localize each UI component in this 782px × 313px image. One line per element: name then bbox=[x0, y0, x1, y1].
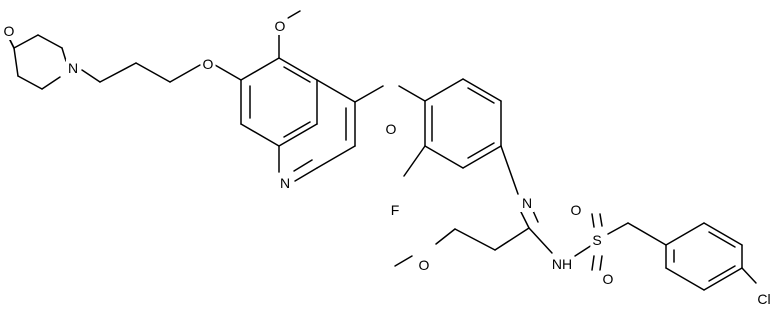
atom-label-halo bbox=[1, 22, 17, 40]
atom-labels: O N O O N O F N O NH S O O Cl bbox=[1, 17, 773, 308]
atom-label-halo bbox=[568, 201, 584, 219]
atom-f-fluoro: F bbox=[391, 202, 400, 218]
atom-label-halo bbox=[755, 290, 773, 308]
atom-o-sulfonyl-right: O bbox=[603, 271, 614, 287]
atom-o-ether-chain: O bbox=[203, 56, 214, 72]
atom-n-morpholine: N bbox=[68, 60, 78, 76]
atom-label-halo bbox=[600, 270, 616, 288]
atom-label-halo bbox=[549, 255, 575, 273]
atom-n-quinoline: N bbox=[280, 175, 290, 191]
atom-label-halo bbox=[277, 174, 293, 192]
bond-lines bbox=[8, 10, 757, 291]
atom-label-halo bbox=[383, 120, 399, 138]
atom-label-halo bbox=[416, 256, 432, 274]
atom-n-imine: N bbox=[522, 195, 532, 211]
atom-label-halo bbox=[272, 17, 288, 35]
atom-nh-amide: NH bbox=[552, 256, 572, 272]
atom-label-halo bbox=[65, 59, 81, 77]
atom-label-halo bbox=[388, 201, 402, 219]
atom-s-sulfonyl: S bbox=[592, 232, 601, 248]
atom-label-halo bbox=[590, 231, 604, 249]
atom-o-sulfonyl-left: O bbox=[571, 202, 582, 218]
atom-label-halo bbox=[200, 55, 216, 73]
atom-cl-chloro: Cl bbox=[757, 291, 770, 307]
atom-o-morpholine: O bbox=[4, 23, 15, 39]
atom-o-methoxy-side: O bbox=[419, 257, 430, 273]
atom-o-methoxy-top: O bbox=[275, 18, 286, 34]
atom-o-aryl-ether: O bbox=[386, 121, 397, 137]
atom-label-halo bbox=[519, 194, 535, 212]
